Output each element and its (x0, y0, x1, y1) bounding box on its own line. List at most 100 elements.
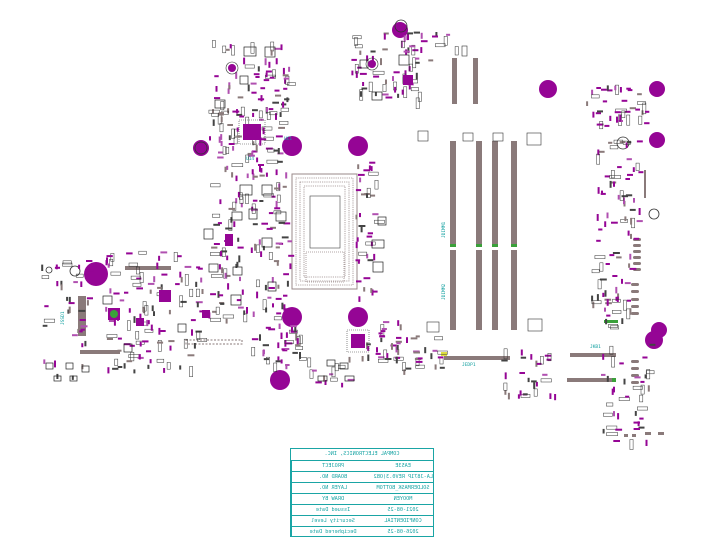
smd-part (295, 333, 298, 341)
smd-part (275, 242, 282, 245)
smd-part (273, 316, 282, 321)
smd-part (179, 295, 183, 308)
smd-part (259, 200, 264, 202)
smd-part (138, 354, 141, 360)
smd-part (415, 364, 425, 369)
ic-chip (136, 318, 144, 326)
smd-part (375, 352, 381, 355)
mounting-hole (282, 136, 302, 156)
smd-part (359, 72, 367, 75)
smd-part (501, 359, 508, 362)
smd-part (535, 360, 538, 367)
smd-part (75, 273, 84, 278)
smd-part (616, 256, 622, 259)
smd-part (363, 277, 371, 280)
label-pch: U14 (246, 156, 254, 162)
smd-part (222, 314, 234, 319)
smd-part (358, 173, 365, 176)
smd-part (191, 329, 193, 336)
smd-part (432, 349, 438, 352)
smd-part (617, 166, 622, 169)
smd-part (173, 252, 178, 262)
smd-part (232, 201, 237, 211)
smd-part (602, 353, 605, 360)
smd-part (383, 33, 386, 40)
component-outline (326, 359, 336, 367)
smd-part (599, 262, 604, 272)
smd-part (591, 295, 594, 302)
smd-part (645, 370, 655, 375)
smd-part (647, 385, 650, 392)
smd-part (196, 266, 201, 269)
smd-part (220, 134, 223, 140)
smd-part (397, 320, 400, 326)
smd-part (330, 377, 338, 382)
smd-part (544, 354, 552, 357)
smd-part (396, 345, 399, 350)
smd-part (619, 141, 626, 144)
smd-part (252, 311, 255, 317)
smd-part (357, 259, 360, 264)
smd-part (619, 190, 624, 201)
component-outline (53, 375, 62, 382)
smd-part (613, 181, 615, 187)
mounting-hole (270, 370, 290, 390)
smd-part (270, 49, 273, 56)
smd-part (283, 87, 288, 90)
smd-part (169, 345, 172, 351)
smd-part (282, 101, 285, 108)
smd-part (596, 239, 601, 242)
smd-part (412, 49, 419, 52)
smd-part (153, 276, 156, 283)
smd-part (251, 151, 254, 157)
smd-part (135, 331, 140, 340)
smd-part (324, 380, 327, 385)
smd-part (394, 86, 397, 93)
smd-part (606, 375, 609, 382)
smd-part (231, 128, 236, 139)
smd-part (228, 135, 231, 141)
smd-part (432, 35, 438, 38)
smd-part (268, 328, 276, 331)
smd-part (395, 356, 398, 364)
smd-part (287, 240, 292, 243)
smd-part (367, 354, 370, 361)
smd-part (138, 250, 147, 255)
smd-part (530, 354, 533, 360)
smd-part (220, 116, 223, 123)
smd-part (629, 308, 632, 315)
smd-part (85, 272, 90, 275)
smd-part (213, 243, 220, 245)
smd-part (586, 101, 589, 106)
smd-part (228, 143, 235, 145)
smd-part (645, 110, 650, 113)
component-outline (243, 46, 257, 57)
smd-part (355, 214, 358, 220)
smd-part (263, 358, 270, 361)
smd-part (220, 250, 228, 253)
smd-part (634, 376, 641, 379)
smd-part (639, 394, 644, 403)
smd-part (613, 411, 615, 417)
smd-part (395, 346, 398, 353)
smd-part (196, 288, 200, 297)
smd-part (275, 94, 282, 97)
smd-part (217, 156, 224, 159)
smd-part (256, 244, 260, 253)
smd-part (405, 367, 412, 370)
smd-part (617, 194, 620, 200)
component-outline (102, 295, 113, 305)
smd-part (233, 128, 238, 137)
smd-part (220, 140, 223, 147)
smd-part (54, 360, 56, 368)
smd-part (609, 345, 614, 355)
smd-part (253, 73, 260, 76)
smd-part (132, 282, 142, 287)
smd-part (437, 350, 448, 355)
smd-part (84, 340, 87, 347)
smd-part (614, 111, 621, 114)
smd-part (596, 294, 599, 301)
smd-part (625, 178, 630, 180)
smd-part (372, 70, 385, 75)
title-key: Issued Date (291, 505, 374, 515)
